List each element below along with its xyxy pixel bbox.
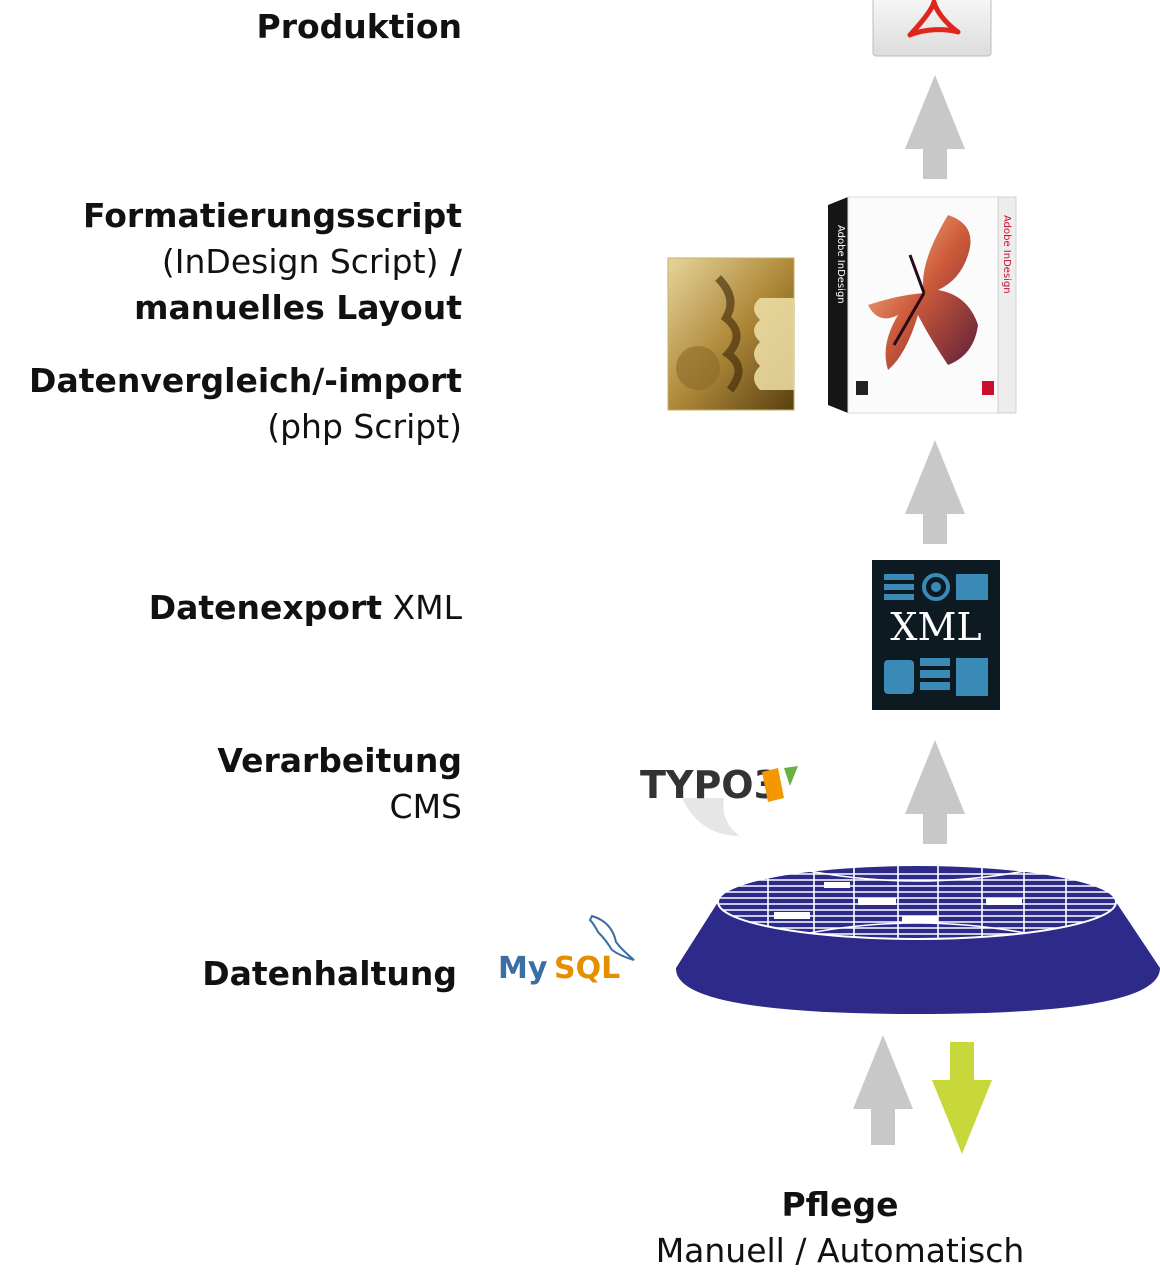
- svg-text:Adobe InDesign: Adobe InDesign: [1001, 215, 1012, 294]
- arrow-up-icon: [853, 1035, 913, 1145]
- typo3-text: TYPO3: [640, 763, 780, 807]
- datenvergleich-subtitle: (php Script): [267, 407, 462, 446]
- typo3-logo-icon: TYPO3: [640, 763, 798, 836]
- arrow-up-icon: [905, 740, 965, 844]
- datenhaltung-title: Datenhaltung: [202, 954, 457, 993]
- mysql-logo-icon: My SQL: [498, 914, 635, 986]
- label-verarbeitung: Verarbeitung CMS: [217, 738, 462, 830]
- formatierung-manual: manuelles Layout: [134, 288, 462, 327]
- svg-text:Adobe InDesign: Adobe InDesign: [835, 225, 846, 304]
- datenexport-subtitle: XML: [382, 588, 462, 627]
- verarbeitung-subtitle: CMS: [389, 787, 462, 826]
- arrow-up-icon: [905, 440, 965, 544]
- database-icon: [675, 864, 1160, 1014]
- arrow-up-icon: [905, 75, 965, 179]
- label-pflege: Pflege Manuell / Automatisch: [640, 1182, 1040, 1274]
- pflege-subtitle: Manuell / Automatisch: [655, 1231, 1025, 1270]
- label-datenexport: Datenexport XML: [149, 585, 462, 631]
- formatierung-subtitle: (InDesign Script): [161, 242, 439, 281]
- label-produktion: Produktion: [257, 4, 462, 50]
- label-datenvergleich: Datenvergleich/-import (php Script): [29, 358, 462, 450]
- produktion-title: Produktion: [256, 7, 462, 46]
- datenexport-title: Datenexport: [148, 588, 383, 627]
- gear-icon: [667, 257, 795, 411]
- xml-text: XML: [890, 605, 981, 649]
- arrow-down-icon: [932, 1042, 992, 1154]
- datenvergleich-title: Datenvergleich/-import: [29, 361, 462, 400]
- verarbeitung-title: Verarbeitung: [217, 741, 462, 780]
- pflege-title: Pflege: [781, 1185, 899, 1224]
- mysql-sql-text: SQL: [554, 951, 620, 986]
- formatierung-title: Formatierungsscript: [83, 196, 462, 235]
- indesign-box-icon: Adobe InDesign Adobe InDesign: [828, 196, 1017, 414]
- label-formatierung: Formatierungsscript (InDesign Script) / …: [83, 193, 462, 331]
- xml-icon: XML: [872, 560, 1000, 710]
- mysql-my-text: My: [498, 951, 548, 986]
- formatierung-slash: /: [438, 242, 462, 281]
- label-datenhaltung: Datenhaltung: [202, 951, 457, 997]
- acrobat-pdf-icon: [872, 0, 992, 57]
